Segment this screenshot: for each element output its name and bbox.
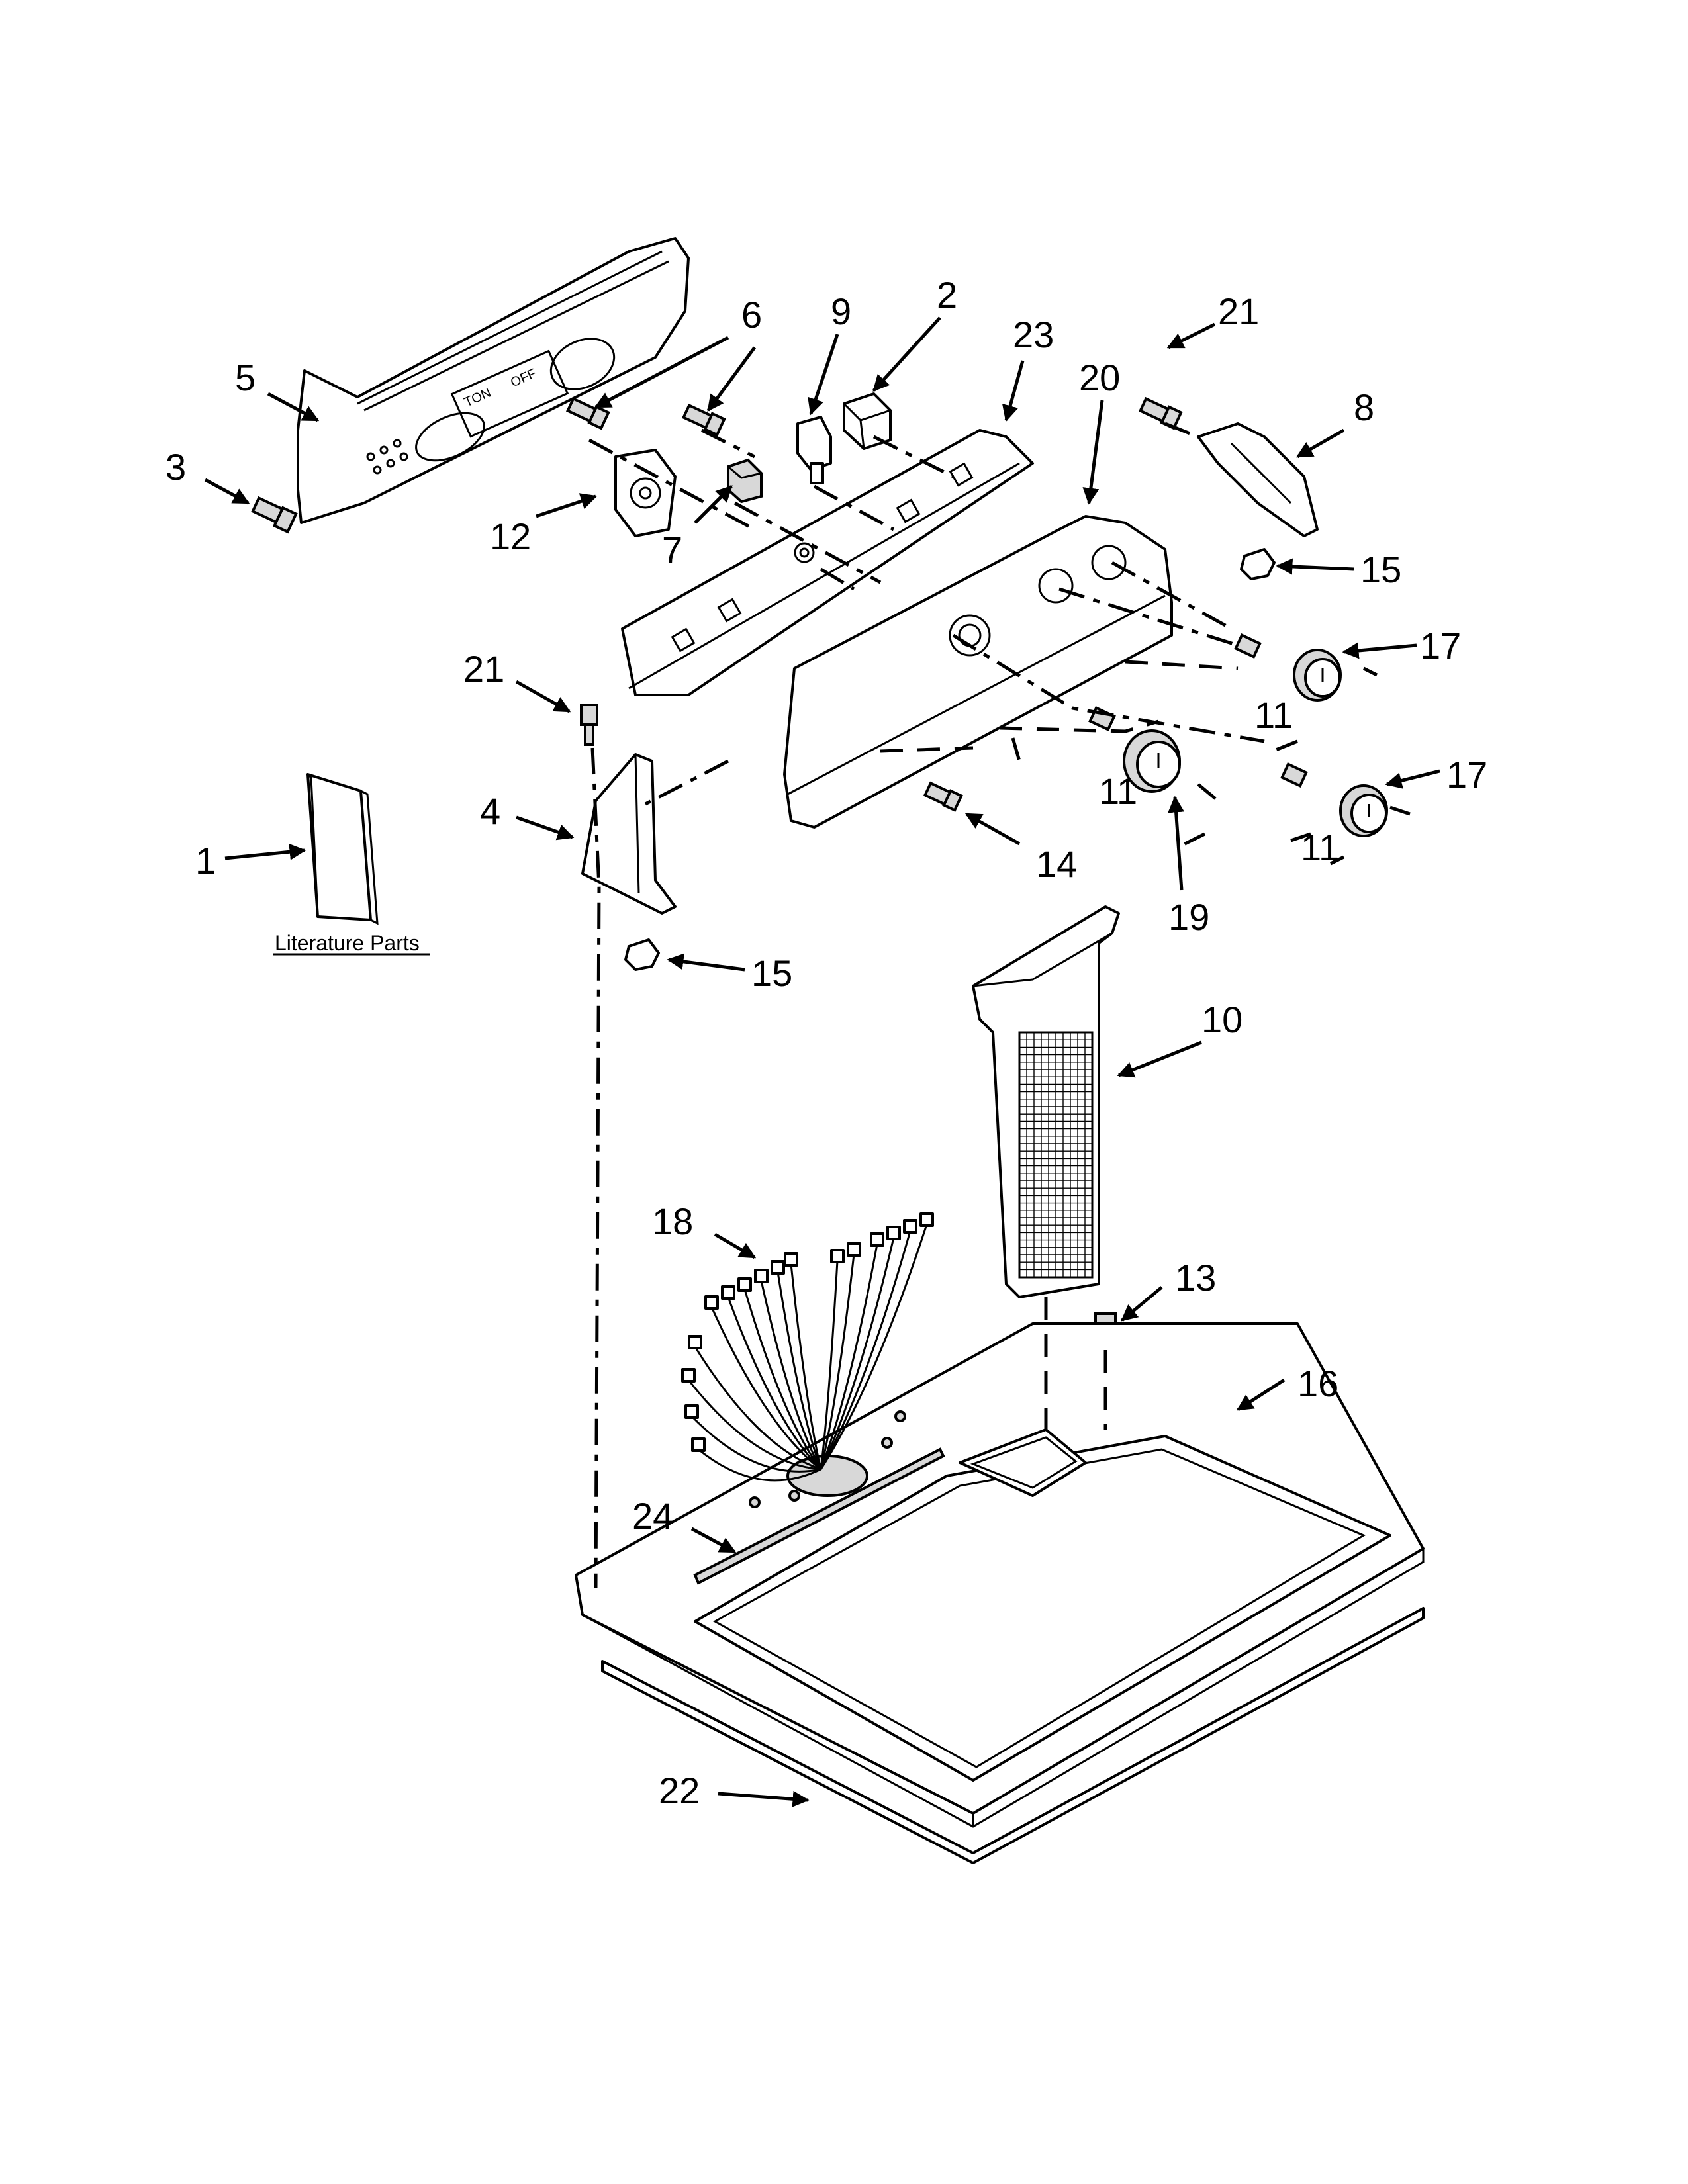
harness-terminal <box>919 1212 934 1227</box>
harness-terminal <box>721 1285 735 1300</box>
callout-15-top: 15 <box>1360 549 1401 590</box>
harness-terminal <box>737 1277 752 1292</box>
harness-terminal <box>886 1226 901 1240</box>
console-button-grid <box>366 439 408 475</box>
harness-terminal <box>684 1404 699 1419</box>
harness-wire <box>727 1297 822 1471</box>
callout-2: 2 <box>937 274 957 316</box>
harness-wire <box>820 1253 855 1470</box>
harness-wire <box>710 1306 821 1471</box>
harness-wire <box>776 1271 822 1470</box>
harness-terminal <box>830 1249 845 1263</box>
callout-13: 13 <box>1175 1257 1216 1298</box>
harness-terminal <box>847 1242 861 1257</box>
part-screw-21b <box>580 704 598 746</box>
harness-wire <box>694 1346 821 1471</box>
lint-screen-mesh <box>1019 1032 1093 1278</box>
part-wire-harness-18 <box>681 1212 934 1482</box>
callout-12: 12 <box>490 516 531 557</box>
part-switch-9 <box>796 416 832 484</box>
harness-wire <box>698 1448 821 1482</box>
part-clip-15b <box>624 938 660 971</box>
callout-3: 3 <box>165 446 186 488</box>
callout-11-middle: 11 <box>1099 770 1137 812</box>
part-screw-21a <box>1138 396 1183 430</box>
harness-terminal <box>870 1232 884 1247</box>
harness-wire <box>820 1224 928 1470</box>
callout-14: 14 <box>1036 843 1077 885</box>
callout-6: 6 <box>741 294 762 336</box>
harness-wire <box>820 1244 878 1470</box>
part-screw-6b <box>681 403 726 437</box>
assembly-lines <box>588 422 1411 1589</box>
callout-7: 7 <box>662 529 682 570</box>
part-literature-1 <box>306 773 379 925</box>
part-strip-24 <box>693 1447 945 1585</box>
harness-wire <box>687 1379 821 1471</box>
callout-11-bottom: 11 <box>1301 827 1339 868</box>
part-screw-6a <box>565 396 610 430</box>
part-bracket-23 <box>621 429 1034 696</box>
callout-18: 18 <box>652 1201 693 1242</box>
part-screw-3 <box>251 496 298 534</box>
callout-5: 5 <box>235 357 256 398</box>
callout-24: 24 <box>632 1495 673 1537</box>
callout-4: 4 <box>480 790 500 832</box>
callout-20: 20 <box>1079 357 1120 398</box>
harness-terminal <box>681 1368 696 1383</box>
part-rear-console-panel: TON OFF <box>297 237 690 524</box>
harness-wire <box>820 1237 895 1470</box>
callout-1: 1 <box>195 840 216 882</box>
harness-wire <box>760 1280 822 1470</box>
callout-11-top: 11 <box>1254 694 1293 736</box>
part-top-panel-16 <box>575 1322 1425 1828</box>
harness-terminal <box>754 1269 769 1283</box>
part-switch-2 <box>843 392 892 450</box>
harness-wire <box>820 1230 912 1470</box>
part-knob-19 <box>1123 729 1181 793</box>
harness-terminal <box>771 1260 785 1275</box>
part-lint-screen-10 <box>972 905 1120 1298</box>
callout-8: 8 <box>1354 387 1374 428</box>
part-endcap-4 <box>581 753 677 915</box>
callout-23: 23 <box>1013 314 1054 355</box>
part-knob-17a <box>1293 649 1342 702</box>
part-gasket-22 <box>601 1607 1425 1864</box>
part-clip-15a <box>1240 548 1276 580</box>
callout-17-bottom: 17 <box>1446 754 1487 796</box>
harness-terminal <box>688 1335 702 1349</box>
harness-terminal <box>903 1219 917 1234</box>
part-endcap-8 <box>1197 422 1319 537</box>
part-switch-7 <box>727 458 763 504</box>
harness-terminal <box>691 1437 706 1452</box>
part-knob-17b <box>1339 784 1388 837</box>
literature-parts-label: Literature Parts <box>275 931 420 955</box>
part-screw-14 <box>923 781 963 812</box>
harness-wire <box>820 1260 839 1470</box>
harness-wire <box>790 1263 822 1470</box>
callout-labels: 5 3 6 9 2 23 20 21 8 12 7 15 17 11 17 11… <box>165 274 1487 1811</box>
callout-21-left: 21 <box>463 648 504 690</box>
leader-arrows <box>204 316 1440 1807</box>
callout-15-bottom: 15 <box>751 952 792 994</box>
harness-terminal <box>704 1295 719 1310</box>
callout-10: 10 <box>1201 999 1243 1040</box>
part-insert-11a <box>1234 633 1262 659</box>
harness-wire <box>743 1289 822 1470</box>
callout-19: 19 <box>1168 896 1209 938</box>
callout-22: 22 <box>659 1770 700 1811</box>
harness-terminal <box>784 1252 798 1267</box>
part-insert-11c <box>1280 762 1308 788</box>
callout-21-top: 21 <box>1218 291 1259 332</box>
callout-9: 9 <box>831 291 851 332</box>
callout-16: 16 <box>1297 1363 1338 1404</box>
harness-wire <box>690 1415 821 1473</box>
part-timer-12 <box>614 449 677 537</box>
callout-17-top: 17 <box>1420 625 1461 666</box>
